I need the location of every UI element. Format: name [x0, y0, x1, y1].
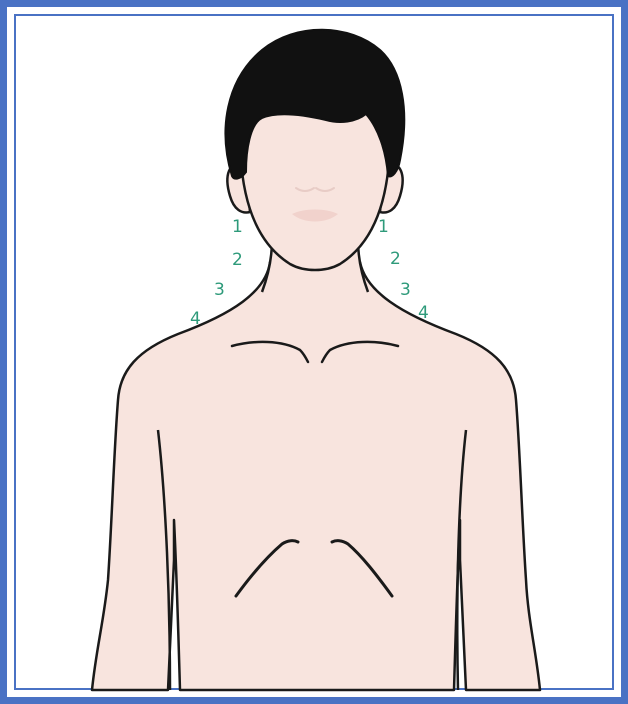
right-marker-1: 1 [378, 217, 389, 237]
right-marker-2: 2 [390, 249, 401, 269]
left-marker-3: 3 [214, 280, 225, 300]
torso [92, 262, 540, 690]
left-marker-4: 4 [190, 309, 201, 329]
left-marker-2: 2 [232, 250, 243, 270]
right-marker-4: 4 [418, 303, 429, 323]
right-marker-3: 3 [400, 280, 411, 300]
left-marker-1: 1 [232, 217, 243, 237]
